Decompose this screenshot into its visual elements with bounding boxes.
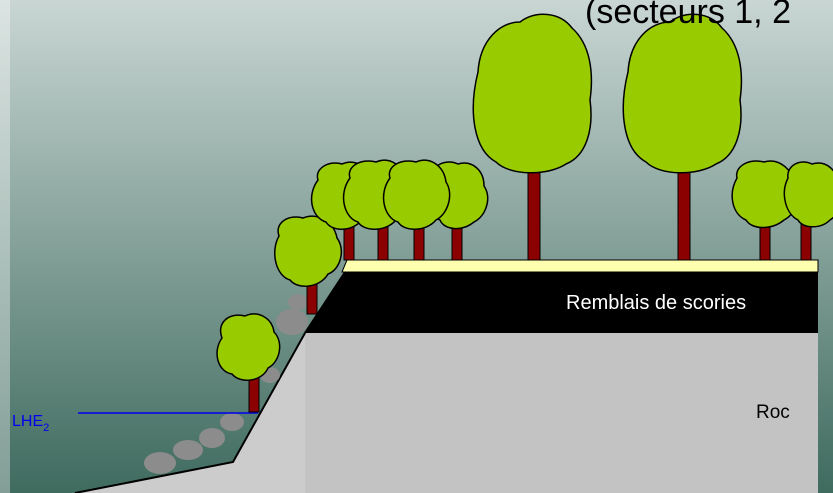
rock-face	[305, 333, 818, 493]
boulder	[144, 452, 176, 474]
boulder	[199, 428, 225, 448]
tree-foliage	[473, 14, 591, 172]
tree-foliage	[623, 14, 741, 172]
tree-trunk	[528, 164, 540, 260]
boulder	[220, 413, 244, 431]
rock-label: Roc	[756, 402, 790, 423]
boulder	[288, 294, 308, 310]
water-level-subscript: 2	[43, 422, 49, 434]
topsoil-layer	[342, 260, 818, 272]
boulder	[173, 440, 203, 460]
water-level-main: LHE	[12, 413, 43, 430]
boulder	[276, 309, 308, 335]
tree-trunk	[678, 164, 690, 260]
fill-label: Remblais de scories	[566, 292, 746, 314]
left-highlight	[0, 0, 10, 493]
title-partial: (secteurs 1, 2	[585, 0, 791, 31]
